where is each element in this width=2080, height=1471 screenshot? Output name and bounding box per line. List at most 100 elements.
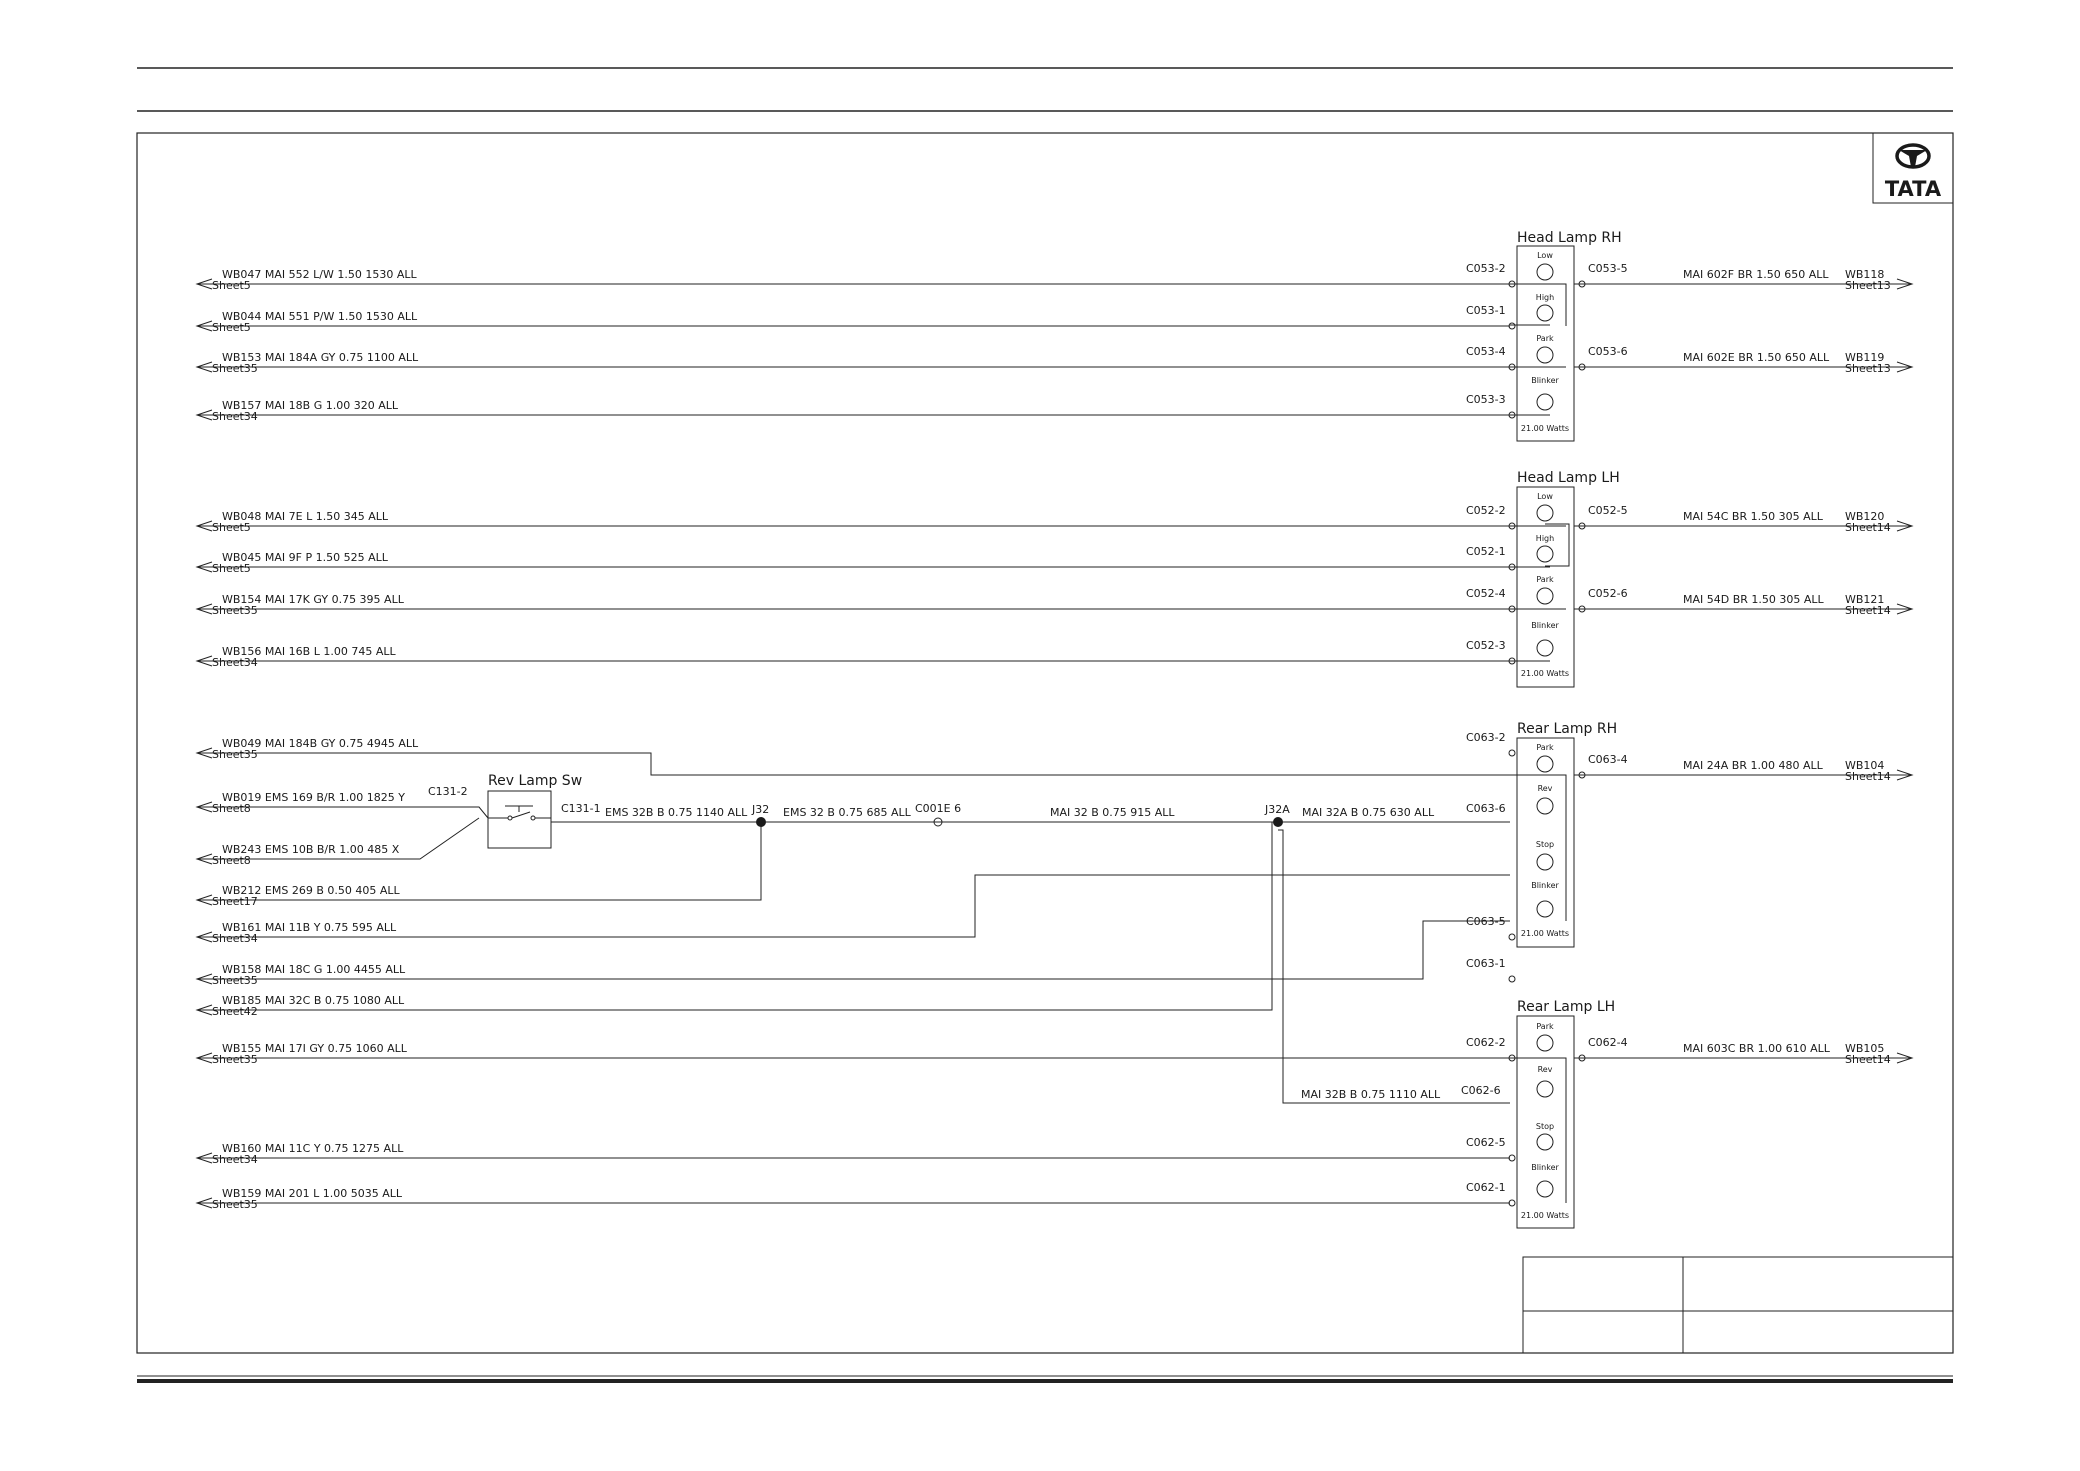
connector-pin-icon — [1508, 749, 1516, 757]
wire-label: WB243 EMS 10B B/R 1.00 485 X — [222, 843, 400, 856]
lamp-cell: Blinker — [1531, 881, 1559, 890]
wire-label: MAI 24A BR 1.00 480 ALL — [1683, 759, 1824, 772]
wire-label: WB157 MAI 18B G 1.00 320 ALL — [222, 399, 399, 412]
left-wire: WB157 MAI 18B G 1.00 320 ALLSheet34C053-… — [195, 393, 1516, 423]
wire-label: WB161 MAI 11B Y 0.75 595 ALL — [222, 921, 397, 934]
lamp-watts: 21.00 Watts — [1521, 669, 1569, 678]
wire-sheet: Sheet5 — [212, 521, 251, 534]
lamp-title: Rear Lamp LH — [1517, 999, 1615, 1015]
center-label: C062-6 — [1461, 1084, 1501, 1097]
wire-label: WB154 MAI 17K GY 0.75 395 ALL — [222, 593, 405, 606]
left-wire: WB153 MAI 184A GY 0.75 1100 ALLSheet35C0… — [195, 345, 1516, 375]
connector-label: C062-1 — [1466, 1181, 1506, 1194]
left-wire: WB161 MAI 11B Y 0.75 595 ALLSheet34C063-… — [195, 915, 1516, 945]
wire-sheet: Sheet14 — [1845, 521, 1891, 534]
connector-pin-icon — [1578, 605, 1586, 613]
wire-label: MAI 602F BR 1.50 650 ALL — [1683, 268, 1829, 281]
wire-id: WB119 — [1845, 351, 1884, 364]
wire-label: WB155 MAI 17I GY 0.75 1060 ALL — [222, 1042, 408, 1055]
lamp-cell: Blinker — [1531, 621, 1559, 630]
connector-label: C053-5 — [1588, 262, 1628, 275]
lamp-watts: 21.00 Watts — [1521, 1211, 1569, 1220]
connector-label: C052-5 — [1588, 504, 1628, 517]
connector-pin-icon — [1508, 1199, 1516, 1207]
connector-pin-icon — [1508, 563, 1516, 571]
wire-id: WB104 — [1845, 759, 1884, 772]
wire-label: WB156 MAI 16B L 1.00 745 ALL — [222, 645, 396, 658]
tata-logo: TATA — [1872, 132, 1954, 204]
bulb-icon — [1536, 755, 1554, 918]
connector-pin-icon — [1508, 411, 1516, 419]
page-frame — [136, 67, 1954, 1383]
center-label: EMS 32 B 0.75 685 ALL — [783, 806, 912, 819]
lamp-cell: High — [1536, 293, 1554, 302]
connector-pin-icon — [1508, 1054, 1516, 1062]
wire-sheet: Sheet14 — [1845, 604, 1891, 617]
arrow-right-icon — [1896, 769, 1914, 781]
wire-sheet: Sheet35 — [212, 604, 258, 617]
lamp-cell: Low — [1537, 251, 1553, 260]
connector-label: C062-4 — [1588, 1036, 1628, 1049]
connector-pin-icon — [1508, 975, 1516, 983]
connector-label: C053-3 — [1466, 393, 1506, 406]
connector-pin-icon — [1508, 522, 1516, 530]
connector-pin-icon — [1508, 605, 1516, 613]
left-wire-group: WB047 MAI 552 L/W 1.50 1530 ALLSheet5C05… — [195, 262, 1516, 1211]
wire-label: WB160 MAI 11C Y 0.75 1275 ALL — [222, 1142, 404, 1155]
junction-dots — [756, 817, 1283, 827]
lamp-cell: Park — [1536, 334, 1554, 343]
lamp-cell: Stop — [1536, 1122, 1554, 1131]
connector-label: C053-4 — [1466, 345, 1506, 358]
wire-label: WB019 EMS 169 B/R 1.00 1825 Y — [222, 791, 405, 804]
left-wire: WB049 MAI 184B GY 0.75 4945 ALLSheet35C0… — [195, 731, 1516, 761]
connector-pin-icon — [1578, 522, 1586, 530]
left-wire: WB156 MAI 16B L 1.00 745 ALLSheet34C052-… — [195, 639, 1516, 669]
center-label: MAI 32A B 0.75 630 ALL — [1302, 806, 1435, 819]
wire-sheet: Sheet35 — [212, 1053, 258, 1066]
wire-label: WB185 MAI 32C B 0.75 1080 ALL — [222, 994, 405, 1007]
center-labels: EMS 32B B 0.75 1140 ALL J32 EMS 32 B 0.7… — [605, 802, 1506, 1101]
junction-label: J32 — [751, 803, 769, 816]
switch-title: Rev Lamp Sw — [488, 773, 582, 789]
connector-label: C052-2 — [1466, 504, 1506, 517]
lamp-title: Head Lamp RH — [1517, 230, 1622, 246]
connector-pin-icon — [1578, 1054, 1586, 1062]
junction-label: J32A — [1264, 803, 1290, 816]
connector-label: C053-6 — [1588, 345, 1628, 358]
lamp-title: Head Lamp LH — [1517, 470, 1620, 486]
lamp-cell: Park — [1536, 743, 1554, 752]
connector-label: C062-2 — [1466, 1036, 1506, 1049]
wire-label: WB153 MAI 184A GY 0.75 1100 ALL — [222, 351, 419, 364]
wire-sheet: Sheet34 — [212, 932, 258, 945]
arrow-right-icon — [1896, 603, 1914, 615]
connector-label: C062-5 — [1466, 1136, 1506, 1149]
connector-label: C052-6 — [1588, 587, 1628, 600]
switch-conn-out: C131-1 — [561, 802, 601, 815]
rev-lamp-switch: Rev Lamp Sw C131-1 — [487, 773, 601, 849]
connector-pin-icon — [1578, 363, 1586, 371]
lamp-title: Rear Lamp RH — [1517, 721, 1617, 737]
connector-label: C063-2 — [1466, 731, 1506, 744]
left-wire: WB154 MAI 17K GY 0.75 395 ALLSheet35C052… — [195, 587, 1516, 617]
bulb-icon — [1536, 1034, 1554, 1198]
connector-pin-icon — [1508, 322, 1516, 330]
tata-logo-icon — [1895, 143, 1931, 169]
connector-label: C053-2 — [1466, 262, 1506, 275]
wire-sheet: Sheet14 — [1845, 770, 1891, 783]
wire-sheet: Sheet5 — [212, 562, 251, 575]
arrow-right-icon — [1896, 520, 1914, 532]
wire-label: MAI 602E BR 1.50 650 ALL — [1683, 351, 1830, 364]
left-wire: WB158 MAI 18C G 1.00 4455 ALLSheet35C063… — [195, 957, 1516, 987]
connector-pin-icon — [1508, 363, 1516, 371]
left-wire: WB159 MAI 201 L 1.00 5035 ALLSheet35C062… — [195, 1181, 1516, 1211]
center-label: EMS 32B B 0.75 1140 ALL — [605, 806, 748, 819]
connector-label: C063-4 — [1588, 753, 1628, 766]
wire-id: WB121 — [1845, 593, 1884, 606]
